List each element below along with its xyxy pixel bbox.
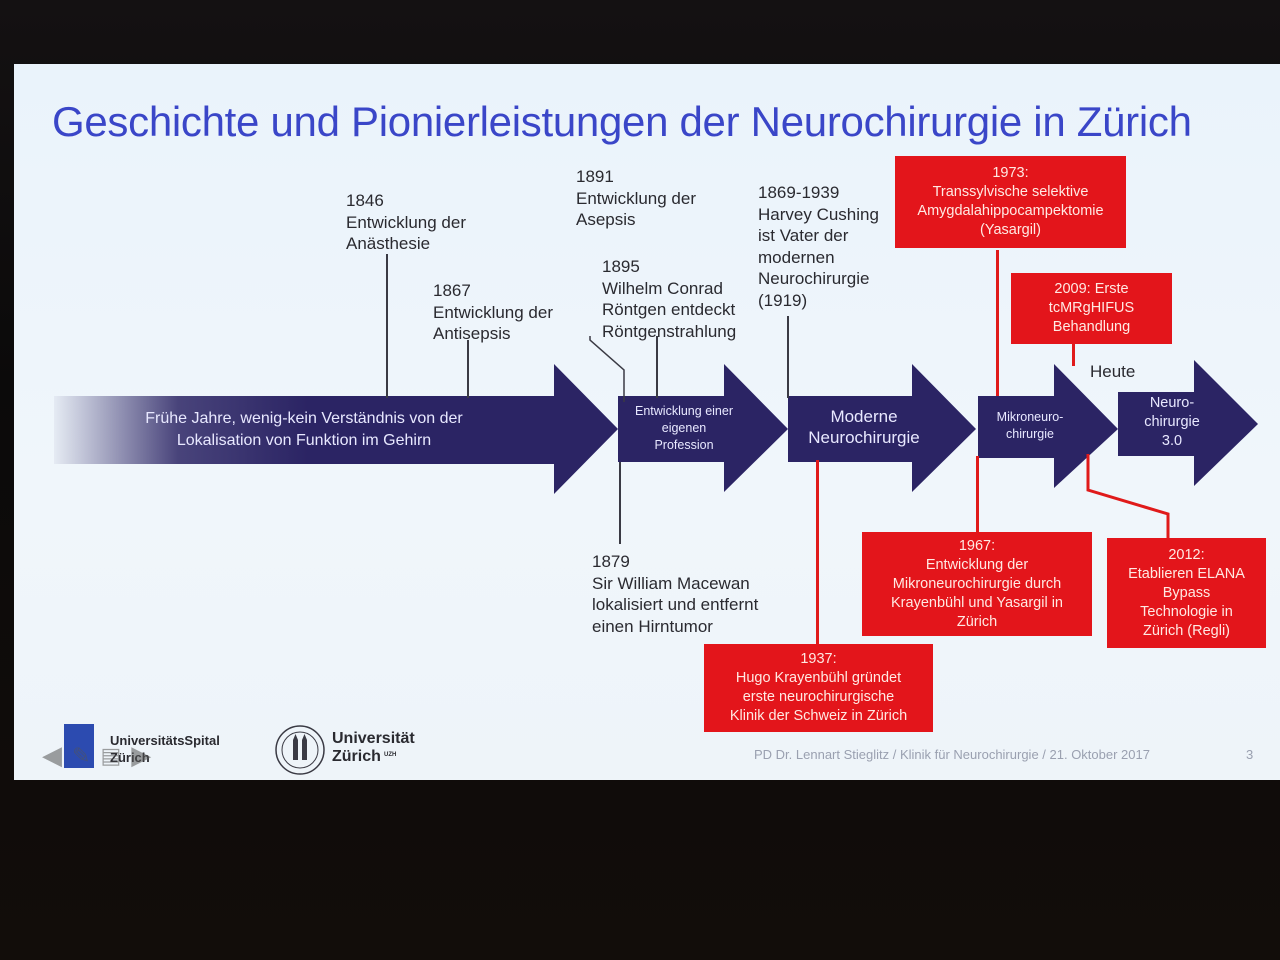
event-1846: 1846 Entwicklung der Anästhesie	[346, 191, 467, 253]
highlight-1967: 1967: Entwicklung der Mikroneurochirurgi…	[862, 532, 1092, 636]
slides-menu-icon[interactable]: ▤	[100, 742, 122, 768]
footer-presenter: PD Dr. Lennart Stieglitz / Klinik für Ne…	[754, 747, 1150, 762]
usz-logo-text: UniversitätsSpital Zürich	[110, 733, 220, 765]
red-connector-2012	[1086, 454, 1170, 540]
red-connector-2009	[1072, 344, 1075, 366]
uzh-logo-text: Universität Zürich	[332, 730, 415, 765]
phase-label-micro: Mikroneuro- chirurgie	[996, 410, 1064, 441]
highlight-1937: 1937: Hugo Krayenbühl gründet erste neur…	[704, 644, 933, 732]
phase-label-early: Frühe Jahre, wenig-kein Verständnis von …	[145, 410, 463, 449]
today-label: Heute	[1090, 362, 1136, 381]
next-slide-icon[interactable]: ▶	[131, 740, 152, 770]
presentation-nav-controls: ◀ ✎ ▤ ▶	[42, 740, 151, 771]
uzh-seal-icon	[275, 725, 325, 775]
connector-1846	[386, 254, 388, 398]
phase-arrow-3	[788, 364, 976, 492]
footer-page-number: 3	[1246, 747, 1254, 762]
timeline-arrows	[54, 360, 1258, 494]
connector-1867	[467, 340, 469, 398]
connector-1895	[656, 336, 658, 398]
red-connector-1967	[976, 456, 979, 532]
uzh-logo-sup: UZH	[384, 752, 397, 758]
event-1879: 1879 Sir William Macewan lokalisiert und…	[592, 552, 759, 636]
usz-logo-mark	[64, 724, 94, 768]
phase-arrow-5	[1118, 360, 1258, 486]
event-1895: 1895 Wilhelm Conrad Röntgen entdeckt Rön…	[602, 257, 737, 341]
event-cushing: 1869-1939 Harvey Cushing ist Vater der m…	[758, 183, 879, 310]
phase-arrow-4	[978, 364, 1118, 488]
presentation-slide: Geschichte und Pionierleistungen der Neu…	[14, 64, 1280, 780]
event-1891: 1891 Entwicklung der Asepsis	[576, 167, 697, 229]
phase-arrow-1	[54, 364, 618, 494]
event-1867: 1867 Entwicklung der Antisepsis	[433, 281, 554, 343]
connector-1891	[589, 336, 625, 402]
phase-label-3-0: Neuro- chirurgie 3.0	[1144, 394, 1200, 449]
phase-label-profession: Entwicklung einer eigenen Profession	[635, 403, 733, 452]
connector-1879	[619, 462, 621, 544]
phase-label-modern: Moderne Neurochirurgie	[808, 407, 920, 447]
highlight-2009: 2009: Erste tcMRgHIFUS Behandlung	[1011, 273, 1172, 344]
highlight-1973: 1973: Transsylvische selektive Amygdalah…	[895, 156, 1126, 248]
red-connector-1973	[996, 250, 999, 396]
highlight-2012: 2012: Etablieren ELANA Bypass Technologi…	[1107, 538, 1266, 648]
prev-slide-icon[interactable]: ◀	[42, 740, 62, 770]
red-connector-1937	[816, 460, 819, 644]
slide-title: Geschichte und Pionierleistungen der Neu…	[52, 98, 1192, 145]
connector-cushing	[787, 316, 789, 398]
phase-arrow-2	[618, 364, 788, 492]
pen-icon[interactable]: ✎	[72, 742, 91, 768]
